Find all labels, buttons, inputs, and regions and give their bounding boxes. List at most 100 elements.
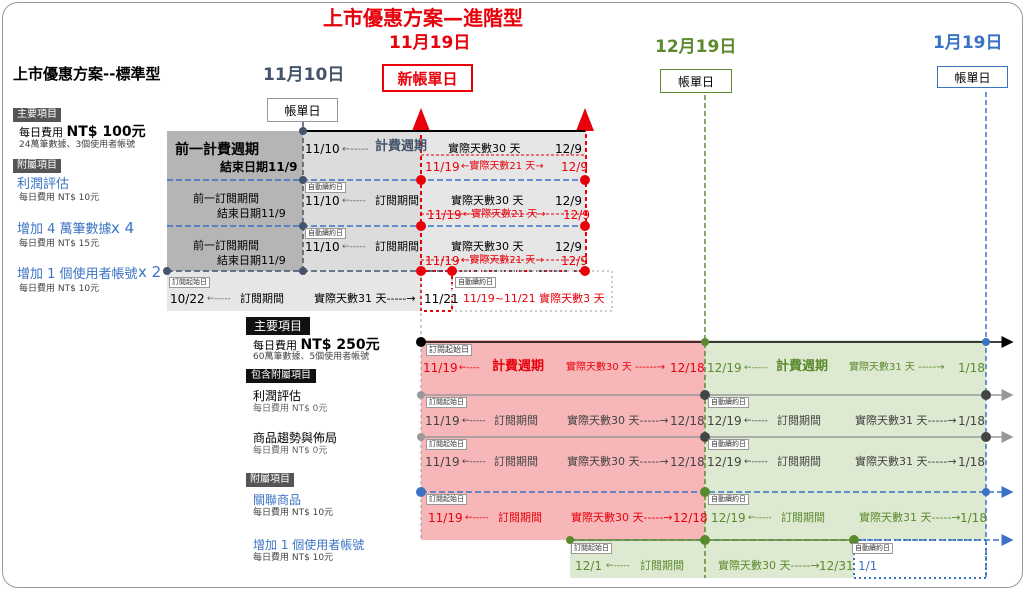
new-period-end: 12/9 <box>563 208 590 222</box>
row2-arrow: ←----- <box>748 513 772 523</box>
addon-multiplier: x 2 <box>138 263 162 281</box>
row-start: 11/19 <box>428 511 463 525</box>
addon-name: 增加 4 萬筆數據 <box>17 222 112 237</box>
addon-fee: 每日費用 NT$ 15元 <box>19 239 100 249</box>
row-end: 12/18 <box>673 511 708 525</box>
new-period-end: 12/9 <box>561 254 588 268</box>
advanced-addon-tag: 附屬項目 <box>246 473 294 487</box>
row-label: 訂閱期間 <box>640 559 684 572</box>
red-triangle-right <box>576 108 594 131</box>
pink-block <box>421 340 705 540</box>
advanced-main-fee: 每日費用 NT$ 250元 <box>253 337 380 353</box>
date-jan19: 1月19日 <box>933 33 1003 53</box>
row4-arrow: ←----- <box>207 294 231 304</box>
auto-renew-chip: 自動續約日 <box>708 494 749 505</box>
auto-renew-chip: 自動續約日 <box>455 277 496 288</box>
new-cycle-end: 12/9 <box>561 160 588 174</box>
period-arrow: ←----- <box>342 242 366 252</box>
row4-new-days: 11/19~11/21 實際天數3 天 <box>463 292 605 305</box>
auto-renew-chip: 自動續約日 <box>305 182 346 193</box>
main2-label: 計費週期 <box>776 359 829 374</box>
new-period-start: 11/19 <box>425 254 460 268</box>
advanced-main-tag: 主要項目 <box>246 317 311 335</box>
row2-start: 1/1 <box>858 559 878 573</box>
green-block-bottom <box>570 540 854 578</box>
sub-start-chip: 訂閱起始日 <box>571 543 612 554</box>
sub-start-chip: 訂閱起始日 <box>426 439 467 450</box>
new-period-start: 11/19 <box>427 208 462 222</box>
row-arrow: ←----- <box>465 513 489 523</box>
main-label: 計費週期 <box>492 359 545 374</box>
period-days: 實際天數30 天 <box>451 240 524 253</box>
standard-plan-title: 上市優惠方案--標準型 <box>13 65 161 83</box>
row-end: 12/18 <box>670 455 705 469</box>
prev-period-block-dark <box>167 131 303 271</box>
period-start: 11/10 <box>305 240 340 254</box>
red-triangle-left <box>412 108 430 131</box>
old-period-block <box>421 131 586 271</box>
main-days: 實際天數30 天 ------→ <box>566 362 666 373</box>
standard-main-fee: 每日費用 NT$ 100元 <box>19 124 146 140</box>
standard-addon-tag: 附屬項目 <box>13 159 61 173</box>
prev-sub-period: 前一訂閱期間 <box>193 192 259 205</box>
sub-start-chip: 訂閱起始日 <box>426 494 467 505</box>
prev-end-date: 結束日期11/9 <box>217 254 286 267</box>
advanced-addon-fee: 每日費用 NT$ 10元 <box>253 553 334 563</box>
row-end: 12/31 <box>819 559 854 573</box>
cycle-days: 實際天數30 天 <box>448 142 521 155</box>
row2-label: 訂閱期間 <box>777 455 821 468</box>
row2-start: 12/19 <box>707 414 742 428</box>
row2-label: 訂閱期間 <box>777 414 821 427</box>
included-fee: 每日費用 NT$ 0元 <box>253 446 328 456</box>
included-name: 利潤評估 <box>253 389 302 403</box>
row2-label: 訂閱期間 <box>781 511 825 524</box>
included-addon-tag: 包含附屬項目 <box>246 369 316 383</box>
row2-days: 實際天數31 天-----→ <box>855 455 957 468</box>
main-arrow: ←---- <box>459 363 480 373</box>
row-end: 12/18 <box>670 414 705 428</box>
nov10-bill-label: 帳單日 <box>267 98 338 122</box>
row-arrow: ←----- <box>606 561 630 571</box>
green-block <box>705 340 986 540</box>
advanced-main-desc: 60萬筆數據、5個使用者帳號 <box>253 352 370 362</box>
period-label: 訂閱期間 <box>375 194 419 207</box>
row2-start: 12/19 <box>707 455 742 469</box>
row2-start: 12/19 <box>711 511 746 525</box>
row-label: 訂閱期間 <box>498 511 542 524</box>
new-cycle-days: ←實際天數21 天→ <box>461 161 544 172</box>
period-label: 訂閱期間 <box>375 240 419 253</box>
main2-start: 12/19 <box>707 361 742 375</box>
row4-end: 11/21 <box>424 292 459 306</box>
auto-renew-chip: 自動續約日 <box>852 543 893 554</box>
row-days: 實際天數30 天-----→ <box>567 455 669 468</box>
included-name: 商品趨勢與佈局 <box>253 431 338 445</box>
addon-name: 增加 1 個使用者帳號 <box>17 267 138 282</box>
advanced-addon-name: 增加 1 個使用者帳號 <box>253 538 365 552</box>
cycle-label: 計費週期 <box>375 139 428 154</box>
diagram-title: 上市優惠方案—進階型 <box>323 6 523 30</box>
row-days: 實際天數30 天-----→ <box>571 511 673 524</box>
row-start: 11/19 <box>425 455 460 469</box>
standard-main-desc: 24萬筆數據、3個使用者帳號 <box>19 140 136 150</box>
row-arrow: ←----- <box>462 416 486 426</box>
addon-multiplier: x 4 <box>111 219 135 237</box>
period-days: 實際天數30 天 <box>451 194 524 207</box>
auto-renew-chip: 自動續約日 <box>305 228 346 239</box>
row2-arrow: ←----- <box>744 457 768 467</box>
date-nov10: 11月10日 <box>263 65 345 85</box>
new-cycle-start: 11/19 <box>425 160 460 174</box>
dec19-bill-label: 帳單日 <box>660 69 732 93</box>
row2-end: 1/18 <box>958 455 985 469</box>
row-start: 11/19 <box>425 414 460 428</box>
main-end: 12/18 <box>670 361 705 375</box>
standard-main-tag: 主要項目 <box>13 108 61 122</box>
auto-renew-chip: 自動續約日 <box>708 439 749 450</box>
cycle-arrow-left: ←----- <box>342 144 369 155</box>
advanced-addon-name: 關聯商品 <box>253 493 302 507</box>
prev-end-date: 結束日期11/9 <box>217 207 286 220</box>
sub-start-chip: 訂閱起始日 <box>169 277 210 288</box>
main2-end: 1/18 <box>958 361 985 375</box>
advanced-addon-fee: 每日費用 NT$ 10元 <box>253 508 334 518</box>
new-period-days: ←實際天數21 天→ <box>463 209 546 220</box>
